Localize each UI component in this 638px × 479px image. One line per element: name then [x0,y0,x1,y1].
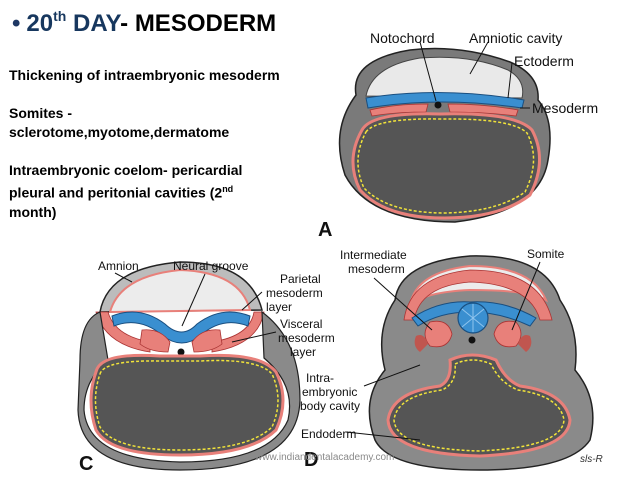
artist-signature: sls-R [580,454,603,465]
title-day-suffix: th [53,8,67,24]
label-intermediate-2: mesoderm [348,262,405,276]
amniotic-cavity-c [108,268,252,314]
para-coelom-line2: pleural and peritonial cavities (2 [9,184,223,201]
title-day-number: 20 [26,10,54,37]
title-day-word: DAY [73,10,121,37]
watermark: www.indiandentalacademy.com [255,452,395,463]
para-coelom-line1: Intraembryonic coelom- pericardial [9,162,243,178]
notochord-d [468,336,476,344]
somite-right-d [493,320,522,348]
somite-left-d [424,320,453,348]
endoderm-c [94,359,279,451]
endoderm-d [393,359,565,452]
intermediate-mesoderm-right-d [518,335,532,352]
label-ectoderm: Ectoderm [514,53,574,69]
label-intra-1: Intra- [306,371,334,385]
label-parietal-3: layer [266,300,292,314]
amnion-inner-d [403,269,553,321]
endoderm-a [357,118,535,214]
label-intra-2: embryonic [302,385,357,399]
para-thickening: Thickening of intraembryonic mesoderm [9,67,280,83]
yolk-sac-d [386,353,572,458]
label-parietal-2: mesoderm [266,286,323,300]
label-somite: Somite [527,247,565,261]
panel-label-c: C [79,453,93,475]
paraxial-mesoderm-right-c [191,329,223,353]
notochord-c [177,348,185,356]
slide-title: •20th DAY- MESODERM [12,8,277,38]
neural-tube-d [411,301,537,327]
notochord-a [434,101,442,109]
label-notochord: Notochord [370,30,435,46]
label-amniotic-cavity: Amniotic cavity [469,30,562,46]
amniotic-cavity-a [365,56,524,99]
para-somites-line1: Somites - [9,105,73,121]
label-neural-groove: Neural groove [173,259,249,273]
embryo-diagram-a: Notochord Amniotic cavity Ectoderm Mesod… [318,30,598,240]
para-somites-line2: sclerotome,myotome,dermatome [9,124,230,140]
mesoderm-right-a [447,103,519,117]
paraxial-mesoderm-left-c [139,329,171,353]
panel-label-d: D [304,449,318,471]
body-text: Thickening of intraembryonic mesoderm So… [9,66,309,241]
para-coelom-sup: nd [222,184,234,194]
embryo-diagram-d: Intermediate mesoderm Somite Intra- embr… [300,247,603,471]
yolk-sac-c [89,353,285,457]
embryo-diagram-c: Amnion Neural groove Parietal mesoderm l… [77,259,335,475]
label-intra-3: body cavity [300,399,360,413]
yolk-sac-a [351,112,542,220]
label-intermediate-1: Intermediate [340,248,407,262]
label-visceral-3: layer [290,345,316,359]
para-somites: Somites - sclerotome,myotome,dermatome [9,104,309,142]
label-amnion: Amnion [98,259,139,273]
label-mesoderm: Mesoderm [532,100,598,116]
title-topic: - MESODERM [120,10,277,37]
label-parietal-1: Parietal [280,272,321,286]
title-bullet: • [12,10,21,37]
body-outer-c [77,310,301,471]
para-coelom-line3: month) [9,203,57,220]
panel-label-a: A [318,219,332,240]
para-coelom: Intraembryonic coelom- pericardial pleur… [9,161,309,222]
label-visceral-1: Visceral [280,317,322,331]
mesoderm-left-a [369,103,429,117]
label-endoderm: Endoderm [301,427,356,441]
intermediate-mesoderm-left-d [414,335,428,352]
label-visceral-2: mesoderm [278,331,335,345]
